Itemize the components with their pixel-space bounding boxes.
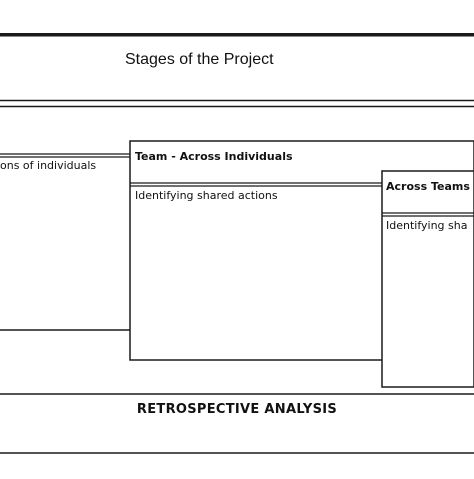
stage-mid-description: Identifying shared actions xyxy=(135,189,278,202)
stage-right-title: Across Teams xyxy=(386,180,470,193)
diagram-title: Stages of the Project xyxy=(125,51,274,68)
title-frame-top-border xyxy=(0,33,474,37)
stage-mid-title: Team - Across Individuals xyxy=(135,150,293,163)
stage-right-box xyxy=(381,170,474,388)
retrospective-analysis-label: RETROSPECTIVE ANALYSIS xyxy=(136,402,338,417)
stage-left-description: ons of individuals xyxy=(0,159,97,172)
stage-mid-box xyxy=(129,140,474,361)
stage-right-description: Identifying sha xyxy=(386,219,468,232)
